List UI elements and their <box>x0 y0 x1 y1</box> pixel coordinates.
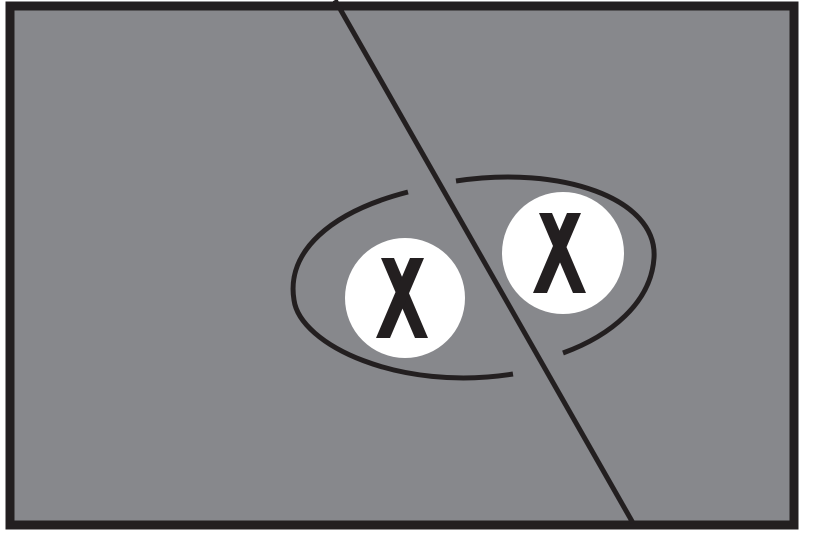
diagram-canvas: X X <box>0 0 814 534</box>
